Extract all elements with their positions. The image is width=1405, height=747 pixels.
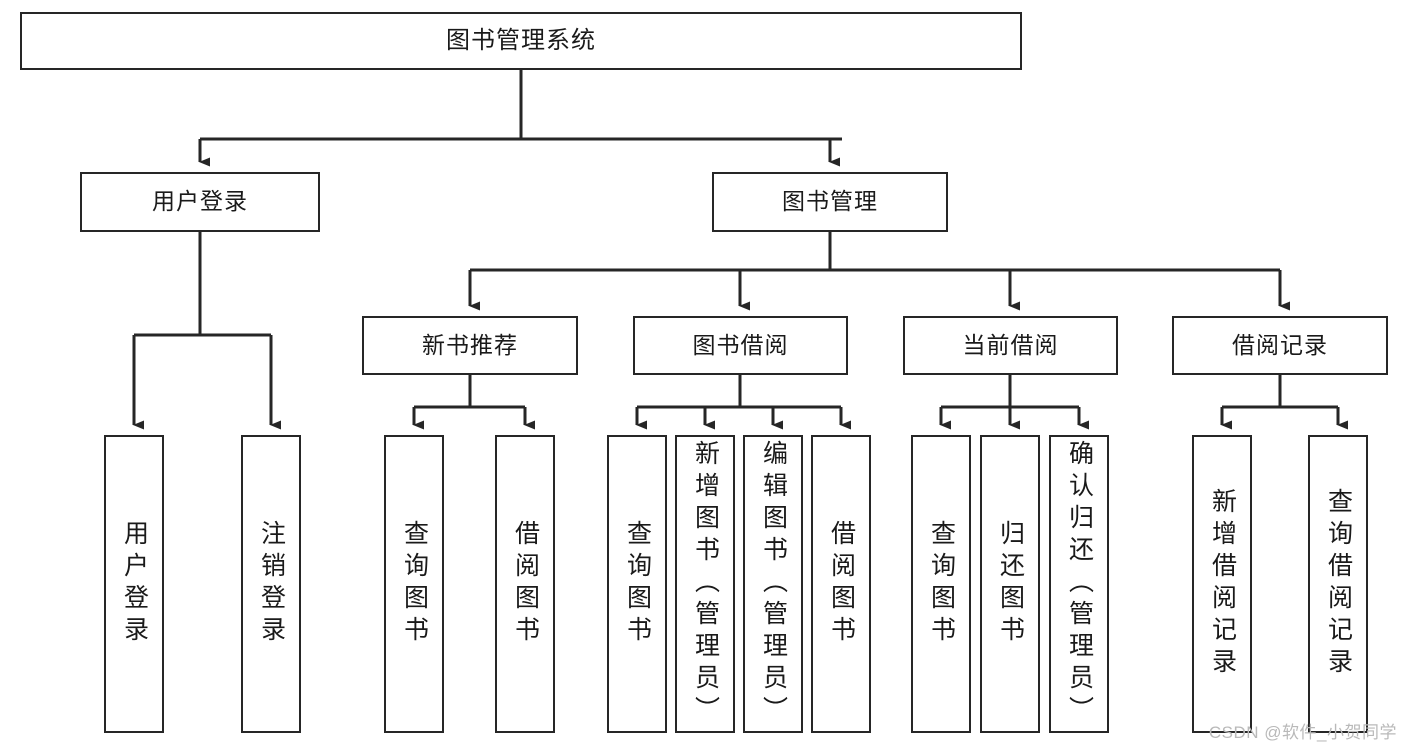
node-label: 归还图书 <box>996 520 1025 648</box>
leaf-add-book-admin[interactable]: 新增图书（管理员） <box>675 435 735 733</box>
node-label: 确认归还（管理员） <box>1065 440 1094 728</box>
node-label: 新增图书（管理员） <box>691 440 720 728</box>
leaf-return-book[interactable]: 归还图书 <box>980 435 1040 733</box>
node-label: 注销登录 <box>257 520 286 648</box>
leaf-borrow-book[interactable]: 借阅图书 <box>811 435 871 733</box>
node-label: 编辑图书（管理员） <box>759 440 788 728</box>
node-book-management[interactable]: 图书管理 <box>712 172 948 232</box>
node-borrow-record[interactable]: 借阅记录 <box>1172 316 1388 375</box>
node-label: 查询图书 <box>927 520 956 648</box>
node-user-login[interactable]: 用户登录 <box>80 172 320 232</box>
leaf-edit-book-admin[interactable]: 编辑图书（管理员） <box>743 435 803 733</box>
leaf-query-book-recommend[interactable]: 查询图书 <box>384 435 444 733</box>
node-book-borrow[interactable]: 图书借阅 <box>633 316 848 375</box>
node-new-book-recommend[interactable]: 新书推荐 <box>362 316 578 375</box>
node-label: 借阅图书 <box>511 520 540 648</box>
leaf-query-borrow-record[interactable]: 查询借阅记录 <box>1308 435 1368 733</box>
leaf-user-login[interactable]: 用户登录 <box>104 435 164 733</box>
node-label: 新书推荐 <box>422 331 518 358</box>
node-label: 用户登录 <box>152 188 248 215</box>
leaf-query-book-borrow[interactable]: 查询图书 <box>607 435 667 733</box>
node-current-borrow[interactable]: 当前借阅 <box>903 316 1118 375</box>
node-label: 图书借阅 <box>692 331 789 358</box>
node-label: 借阅记录 <box>1232 331 1328 358</box>
leaf-query-book-current[interactable]: 查询图书 <box>911 435 971 733</box>
node-label: 查询借阅记录 <box>1324 488 1353 680</box>
node-label: 图书管理 <box>782 188 878 215</box>
leaf-user-logout[interactable]: 注销登录 <box>241 435 301 733</box>
csdn-watermark: CSDN @软件_小贺同学 <box>1208 723 1397 742</box>
leaf-borrow-book-recommend[interactable]: 借阅图书 <box>495 435 555 733</box>
node-root-book-management-system[interactable]: 图书管理系统 <box>20 12 1022 70</box>
node-label: 查询图书 <box>400 520 429 648</box>
node-label: 图书管理系统 <box>446 26 596 54</box>
node-label: 新增借阅记录 <box>1208 488 1237 680</box>
leaf-confirm-return-admin[interactable]: 确认归还（管理员） <box>1049 435 1109 733</box>
node-label: 查询图书 <box>623 520 652 648</box>
node-label: 借阅图书 <box>827 520 856 648</box>
leaf-add-borrow-record[interactable]: 新增借阅记录 <box>1192 435 1252 733</box>
node-label: 当前借阅 <box>962 331 1059 358</box>
node-label: 用户登录 <box>120 520 149 648</box>
